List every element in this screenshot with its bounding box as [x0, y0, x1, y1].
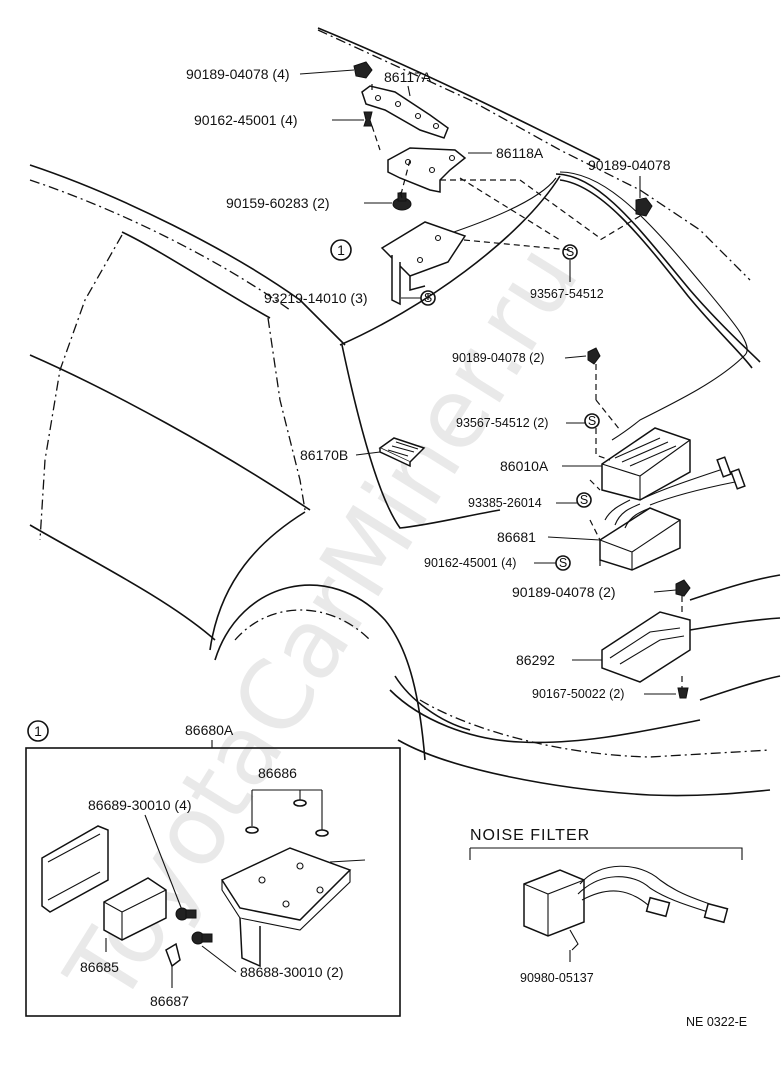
receiver-86685	[103, 877, 167, 941]
callout-90189-04078-2-lower: 90189-04078 (2)	[512, 584, 616, 600]
bracket-amplifier	[380, 221, 467, 306]
clip-90189-top	[353, 61, 373, 79]
ref-marker-circle	[330, 239, 352, 261]
callout-86687: 86687	[150, 993, 189, 1009]
clip-86686-b	[293, 799, 307, 807]
part-86170b	[378, 437, 426, 468]
screw-86689	[175, 907, 197, 921]
callout-86689-30010-4: 86689-30010 (4)	[88, 797, 192, 813]
callout-93219-14010-3: 93219-14010 (3)	[264, 290, 368, 306]
s-marker: S	[588, 414, 596, 428]
antenna-wire	[444, 171, 748, 441]
ref-marker-label: 1	[337, 242, 345, 258]
amplifier-86010a	[601, 427, 691, 501]
s-marker: S	[424, 291, 432, 305]
clip-90189-lower	[675, 579, 691, 597]
clip-86687	[165, 942, 181, 968]
screw-90162-top	[363, 111, 373, 127]
callout-86685: 86685	[80, 959, 119, 975]
screw-88688	[191, 931, 213, 945]
hinge-bracket-86117a	[361, 85, 449, 139]
noise-filter-bracket	[469, 847, 743, 860]
clip-86686-a	[245, 826, 259, 834]
clip-90189-mid	[587, 347, 601, 365]
callout-86680a: 86680A	[185, 722, 234, 738]
figure-code: NE 0322-E	[686, 1015, 747, 1029]
inset-ref-marker-label: 1	[34, 723, 42, 739]
s-marker: S	[580, 493, 588, 507]
bracket-86292	[601, 611, 691, 683]
clip-90189-right	[635, 197, 653, 217]
callout-93567-54512: 93567-54512	[530, 287, 604, 301]
callout-93567-54512-2: 93567-54512 (2)	[456, 416, 548, 430]
screw-90167	[677, 687, 689, 699]
inset-ref-marker-circle	[27, 720, 49, 742]
bracket-inset-86680a	[220, 847, 366, 968]
callout-86292: 86292	[516, 652, 555, 668]
callout-86681: 86681	[497, 529, 536, 545]
hinge-bracket-86118a	[387, 147, 467, 193]
callout-86117a: 86117A	[384, 69, 432, 85]
noise-filter-unit	[523, 865, 729, 951]
clip-86686-c	[315, 829, 329, 837]
s-marker: S	[566, 245, 574, 259]
grommet-90159	[392, 192, 412, 211]
callout-90980-05137: 90980-05137	[520, 971, 594, 985]
callout-86010a: 86010A	[500, 458, 549, 474]
leader-lines	[299, 69, 677, 695]
callout-90159-60283-2: 90159-60283 (2)	[226, 195, 330, 211]
s-marker: S	[559, 556, 567, 570]
callout-90167-50022-2: 90167-50022 (2)	[532, 687, 624, 701]
callout-86118a: 86118A	[496, 145, 544, 161]
callout-86686: 86686	[258, 765, 297, 781]
callout-88688-30010-2: 88688-30010 (2)	[240, 964, 344, 980]
callout-93385-26014: 93385-26014	[468, 496, 542, 510]
callout-90189-04078-2-mid: 90189-04078 (2)	[452, 351, 544, 365]
noise-filter-title: NOISE FILTER	[470, 827, 590, 844]
callout-86170b: 86170B	[300, 447, 348, 463]
callout-90189-04078-4: 90189-04078 (4)	[186, 66, 290, 82]
callout-90189-04078: 90189-04078	[588, 157, 671, 173]
inset-frame	[25, 747, 401, 1017]
bracket-86685-frame	[41, 825, 109, 913]
callout-90162-45001-4: 90162-45001 (4)	[194, 112, 298, 128]
car-body-outline	[29, 27, 781, 797]
callout-90162-45001-4-lower: 90162-45001 (4)	[424, 556, 516, 570]
